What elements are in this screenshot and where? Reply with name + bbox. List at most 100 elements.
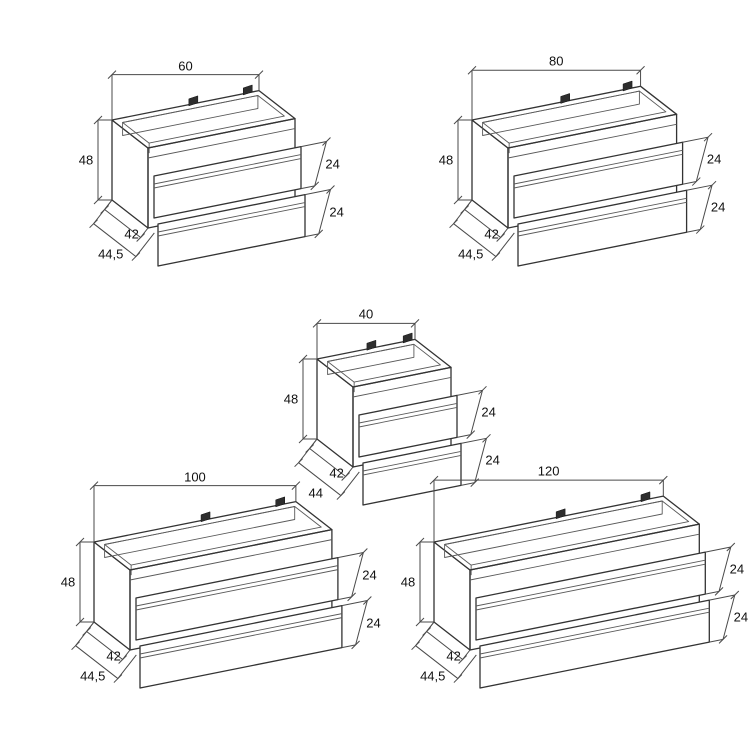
dimension-tick bbox=[254, 70, 264, 79]
cabinet-40-diagram: 40 48 24 24 42 44 bbox=[265, 295, 510, 535]
total-depth-dimension-line bbox=[298, 462, 342, 496]
dimension-tick bbox=[314, 229, 324, 239]
carcass-depth-label: 42 bbox=[484, 226, 499, 242]
dimension-tick bbox=[359, 548, 368, 557]
height-dimension-label: 48 bbox=[78, 152, 94, 168]
extension-line bbox=[460, 437, 487, 444]
cabinet-interior-back-wall bbox=[122, 95, 259, 136]
dimension-tick bbox=[410, 319, 420, 328]
extension-line bbox=[93, 199, 113, 224]
bottom-drawer-front bbox=[479, 599, 710, 689]
extension-line bbox=[341, 600, 368, 607]
dimension-tick bbox=[415, 537, 425, 547]
drawer-grip-groove bbox=[475, 563, 706, 611]
dimension-tick bbox=[93, 115, 103, 125]
dimension-tick bbox=[113, 674, 123, 683]
bottom-drawer-height-label: 24 bbox=[485, 452, 500, 468]
dimension-tick bbox=[636, 65, 645, 75]
drawer-grip-groove bbox=[362, 450, 462, 472]
cabinet-front-top-rail bbox=[129, 539, 332, 581]
width-dimension-label: 80 bbox=[549, 53, 564, 69]
drawer-grip-groove bbox=[517, 201, 687, 237]
extension-line bbox=[135, 232, 155, 257]
cabinet-100-drawing bbox=[71, 481, 372, 689]
dimension-tick bbox=[312, 319, 322, 328]
cabinet-60-diagram: 60 48 24 24 42 44,5 bbox=[18, 38, 363, 324]
dimension-tick bbox=[322, 137, 331, 146]
drawer-grip-groove bbox=[475, 559, 706, 607]
dimension-tick bbox=[131, 252, 141, 261]
cabinet-interior-back-wall bbox=[482, 90, 640, 136]
cabinet-60-drawing bbox=[89, 70, 335, 267]
dimension-tick bbox=[136, 233, 145, 242]
cabinet-40-drawing bbox=[294, 319, 491, 506]
cabinet-front-top-rail bbox=[469, 533, 700, 581]
cabinet-80-diagram: 80 48 24 24 42 44,5 bbox=[388, 38, 740, 324]
dimension-tick bbox=[482, 433, 491, 443]
carcass-depth-label: 42 bbox=[329, 465, 344, 481]
drawer-height-dimension-line bbox=[470, 390, 483, 435]
drawer-grip-groove bbox=[362, 454, 462, 476]
extension-line bbox=[457, 654, 477, 679]
dimension-tick bbox=[458, 655, 467, 664]
extension-line bbox=[705, 590, 720, 595]
dimension-tick bbox=[294, 458, 303, 468]
hanging-bracket-icon bbox=[560, 93, 570, 104]
total-depth-label: 44,5 bbox=[98, 246, 124, 262]
width-dimension-label: 40 bbox=[358, 306, 374, 322]
extension-line bbox=[682, 181, 697, 185]
extension-line bbox=[709, 638, 724, 643]
hanging-bracket-icon bbox=[640, 491, 651, 503]
cabinet-100-diagram: 100 48 24 24 42 44,5 bbox=[18, 458, 386, 750]
dimension-tick bbox=[336, 491, 346, 500]
dimension-tick bbox=[75, 617, 85, 627]
total-depth-dimension-line bbox=[415, 645, 459, 679]
drawer-grip-groove bbox=[157, 206, 306, 237]
height-dimension-label: 48 bbox=[438, 152, 454, 168]
drawer-height-dimension-line bbox=[695, 137, 709, 182]
hanging-bracket-icon bbox=[188, 95, 199, 107]
top-drawer-height-label: 24 bbox=[481, 404, 496, 420]
drawer-grip-groove bbox=[517, 197, 687, 233]
extension-line bbox=[298, 438, 318, 463]
dimension-tick bbox=[453, 674, 463, 683]
extension-line bbox=[341, 644, 356, 649]
top-drawer-front bbox=[475, 551, 706, 641]
extension-line bbox=[686, 229, 701, 233]
drawer-height-dimension-line bbox=[474, 438, 487, 483]
carcass-depth-dimension-line bbox=[104, 209, 141, 238]
drawer-grip-groove bbox=[513, 153, 683, 189]
total-depth-label: 44 bbox=[308, 485, 323, 501]
dimension-tick bbox=[341, 472, 350, 481]
carcass-depth-dimension-line bbox=[309, 448, 346, 477]
extension-line bbox=[304, 189, 331, 196]
drawer-grip-groove bbox=[358, 406, 458, 428]
carcass-depth-label: 42 bbox=[106, 648, 121, 664]
dimension-tick bbox=[726, 542, 736, 552]
dimension-tick bbox=[310, 181, 320, 191]
dimension-tick bbox=[298, 434, 308, 444]
hanging-bracket-icon bbox=[242, 84, 253, 96]
drawer-grip-groove bbox=[153, 154, 302, 185]
drawer-height-dimension-line bbox=[722, 594, 736, 640]
extension-line bbox=[300, 141, 327, 148]
extension-line bbox=[304, 233, 319, 238]
dimension-tick bbox=[411, 641, 420, 651]
dimension-tick bbox=[691, 177, 701, 186]
dimension-tick bbox=[478, 385, 487, 395]
extension-line bbox=[300, 185, 315, 190]
dimension-tick bbox=[453, 195, 463, 205]
dimension-tick bbox=[93, 195, 103, 205]
dimension-tick bbox=[107, 70, 117, 79]
extension-line bbox=[337, 596, 352, 601]
dimension-tick bbox=[703, 132, 713, 142]
drawer-height-dimension-line bbox=[699, 185, 713, 230]
cabinet-front-top-rail bbox=[352, 376, 452, 398]
cabinet-front-top-rail bbox=[147, 128, 296, 159]
total-depth-label: 44,5 bbox=[420, 668, 446, 684]
height-dimension-label: 48 bbox=[60, 574, 76, 590]
dimension-tick bbox=[291, 481, 301, 490]
extension-line bbox=[705, 546, 731, 553]
top-drawer-height-label: 24 bbox=[325, 156, 340, 172]
drawer-height-dimension-line bbox=[318, 189, 331, 234]
